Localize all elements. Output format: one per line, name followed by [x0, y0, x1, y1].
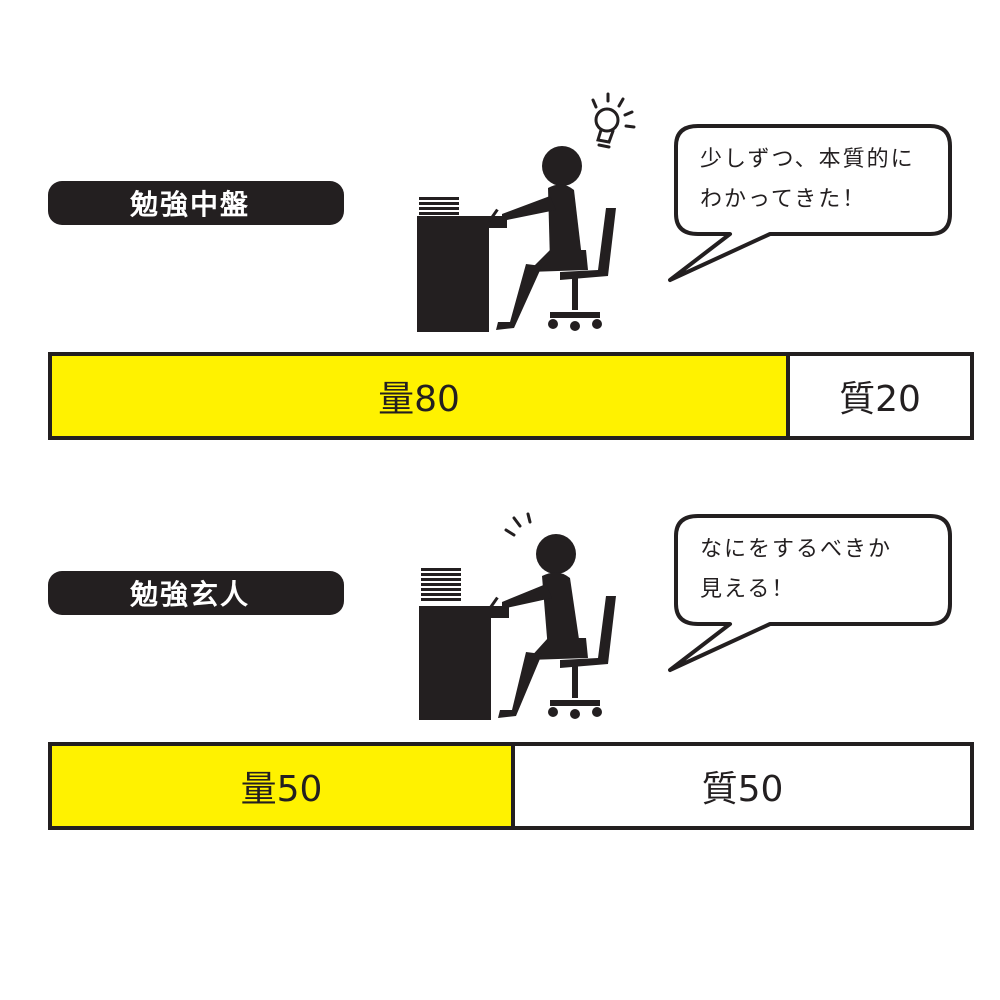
quality-label: 質20	[839, 379, 921, 420]
speech-line: なにをするべきか	[700, 537, 893, 562]
speech-bubble	[668, 124, 952, 282]
quantity-segment: 量80	[52, 356, 790, 436]
stage-label-text: 勉強玄人	[130, 578, 251, 611]
speech-text: 少しずつ、本質的に わかってきた！	[700, 140, 915, 220]
stage-label-midway: 勉強中盤	[48, 181, 344, 225]
speech-line: 見える！	[700, 577, 796, 602]
lightbulb-icon	[591, 92, 636, 149]
quality-segment: 質20	[790, 356, 970, 436]
quantity-segment: 量50	[52, 746, 515, 826]
quality-label: 質50	[701, 769, 784, 810]
stage-label-expert: 勉強玄人	[48, 571, 344, 615]
speech-bubble	[668, 514, 952, 672]
quality-segment: 質50	[515, 746, 970, 826]
studying-person-figure	[419, 512, 616, 720]
quantity-label: 量80	[378, 379, 460, 420]
speech-line: 少しずつ、本質的に	[700, 147, 915, 172]
sparkle-lines-icon	[504, 512, 532, 537]
quantity-quality-bar: 量80 質20	[48, 352, 974, 440]
stage-label-text: 勉強中盤	[130, 188, 251, 221]
quantity-label: 量50	[240, 769, 323, 810]
studying-person-figure	[417, 92, 636, 332]
speech-line: わかってきた！	[700, 187, 867, 212]
speech-text: なにをするべきか 見える！	[700, 530, 892, 610]
quantity-quality-bar: 量50 質50	[48, 742, 974, 830]
